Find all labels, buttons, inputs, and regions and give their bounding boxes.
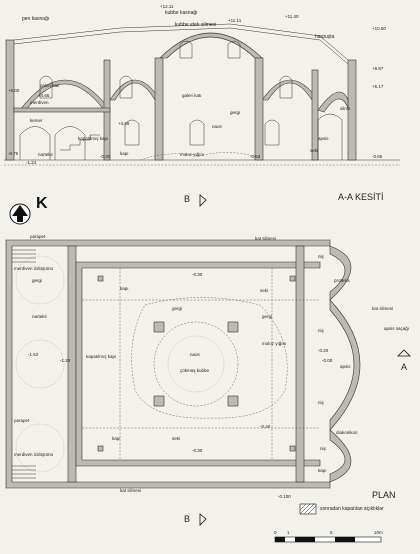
plan-level-6: -0.40 bbox=[260, 424, 271, 429]
plan-label-nis-2: niş bbox=[318, 328, 325, 333]
label-kapi: kapı bbox=[120, 151, 129, 156]
label-galeri-kati: galeri katı bbox=[40, 83, 60, 88]
level-13: -0.53 bbox=[250, 154, 261, 159]
plan-title: PLAN bbox=[372, 490, 396, 500]
level-2: +11.11 bbox=[228, 18, 242, 23]
plan-label-kat-silmesi-top: kat silmesi bbox=[255, 236, 276, 241]
level-14: -0.65 bbox=[372, 154, 383, 159]
plan-label-apsis-sacak: apsis saçağı bbox=[384, 326, 409, 331]
label-kubbe-kasnagi: kubbe kasnağı bbox=[165, 10, 198, 16]
legend-text: sonradan kapatılan açıklıklar bbox=[320, 506, 384, 512]
section-windows bbox=[39, 40, 293, 146]
label-gergi: gergi bbox=[230, 110, 240, 115]
level-10: -0.75 bbox=[8, 151, 19, 156]
label-merdiven: merdiven bbox=[30, 100, 49, 105]
plan-label-gergi-left: gergi bbox=[32, 278, 42, 283]
plan-label-seki-bot: seki bbox=[172, 436, 180, 441]
plan-level-8: -0.100 bbox=[278, 494, 291, 499]
label-apsis: apsis bbox=[318, 136, 329, 141]
plan-label-kat-silmesi-r: kat silmesi bbox=[372, 306, 393, 311]
plan-label-kat-silmesi-bot: kat silmesi bbox=[120, 488, 141, 493]
plan-level-3: -1.24 bbox=[60, 358, 71, 363]
level-6: +5.17 bbox=[372, 84, 384, 89]
scale-tick-10: 10m bbox=[374, 530, 383, 535]
plan-label-merdiven-top: merdiven izdüşümü bbox=[14, 266, 54, 271]
plan-labels: parapet merdiven izdüşümü gergi narteks … bbox=[14, 234, 409, 499]
plan-level-5: -0.00 bbox=[322, 358, 333, 363]
section-labels: pen kasnağı kubbe kasnağı kubbe etek sil… bbox=[8, 4, 386, 165]
label-galeri-kati-2: galeri katı bbox=[182, 93, 202, 98]
north-arrow-icon bbox=[9, 203, 31, 225]
level-7: +5.00 bbox=[8, 88, 20, 93]
svg-text:B: B bbox=[184, 194, 190, 204]
plan-label-merdiven-bot: merdiven izdüşümü bbox=[14, 452, 54, 457]
plan-level-4: -0.20 bbox=[318, 348, 329, 353]
level-4: +10.50 bbox=[372, 26, 386, 31]
plan-label-prothesis: protesis bbox=[334, 278, 351, 283]
scale-tick-1: 1 bbox=[287, 530, 290, 535]
cut-marker-b-bottom: B bbox=[184, 513, 207, 526]
label-moloz: moloz yığını bbox=[180, 152, 204, 157]
plan-label-cokmus: çökmüş kubbe bbox=[180, 368, 210, 373]
plan-label-gergi-mid: gergi bbox=[172, 306, 182, 311]
plan-label-diakonikon: diakonikon bbox=[336, 430, 358, 435]
plan-label-narteks: narteks bbox=[32, 314, 48, 319]
plan-label-apsis: apsis bbox=[340, 364, 351, 369]
label-harpusta: harpuşta bbox=[315, 34, 335, 40]
label-seki: seki bbox=[310, 148, 318, 153]
plan-label-kapatilmis: kapatılmış kapı bbox=[86, 354, 116, 359]
legend: sonradan kapatılan açıklıklar bbox=[299, 503, 384, 515]
level-1: +12.11 bbox=[160, 4, 174, 9]
section-a-a bbox=[4, 23, 400, 166]
plan-label-gergi-r: gergi bbox=[262, 314, 272, 319]
label-silme: silme bbox=[340, 106, 351, 111]
north-label: K bbox=[36, 195, 48, 212]
scale-tick-0: 0 bbox=[274, 530, 277, 535]
label-pen-kasnagi: pen kasnağı bbox=[22, 16, 49, 22]
label-kemer: kemer bbox=[30, 118, 43, 123]
cut-marker-b-top: B bbox=[184, 194, 207, 207]
level-8: +4.66 bbox=[38, 93, 50, 98]
plan-level-2: -1.52 bbox=[28, 352, 39, 357]
plan-level-7: -0.30 bbox=[192, 448, 203, 453]
plan-level-1: -0.30 bbox=[192, 272, 203, 277]
level-3: +11.40 bbox=[285, 14, 299, 19]
plan-drawing bbox=[5, 239, 361, 489]
level-12: -0.30 bbox=[100, 154, 111, 159]
plan-label-nis-4: niş bbox=[320, 446, 327, 451]
cut-marker-a: A bbox=[397, 349, 411, 372]
plan-label-moloz: moloz yığını bbox=[262, 341, 286, 346]
section-title: A-A KESİTİ bbox=[338, 192, 384, 202]
label-kapatilmis-kapi: kapatılmış kapı bbox=[78, 136, 108, 141]
level-11: -1.24 bbox=[26, 160, 37, 165]
scale-tick-5: 5 bbox=[330, 530, 333, 535]
plan-label-naos: naos bbox=[190, 352, 201, 357]
plan-label-nis-1: niş bbox=[318, 254, 325, 259]
label-naos: naos bbox=[212, 124, 223, 129]
plan-label-parapet-bot: parapet bbox=[14, 418, 30, 423]
level-9: +4.66 bbox=[118, 121, 130, 126]
svg-text:A: A bbox=[401, 362, 407, 372]
plan-label-kapi-bot: kapı bbox=[112, 436, 121, 441]
plan-label-nis-3: niş bbox=[318, 400, 325, 405]
plan-label-kapi-top: kapı bbox=[120, 286, 129, 291]
svg-text:B: B bbox=[184, 514, 190, 524]
label-narteks: narteks bbox=[38, 152, 54, 157]
plan-label-parapet-top: parapet bbox=[30, 234, 46, 239]
level-5: +6.87 bbox=[372, 66, 384, 71]
plan-label-seki-top: seki bbox=[260, 288, 268, 293]
label-kubbe-etek: kubbe etek silmesi bbox=[175, 22, 216, 28]
plan-label-kapi-right: kapı bbox=[318, 468, 327, 473]
scale-bar: 0 1 5 10m bbox=[274, 530, 383, 543]
